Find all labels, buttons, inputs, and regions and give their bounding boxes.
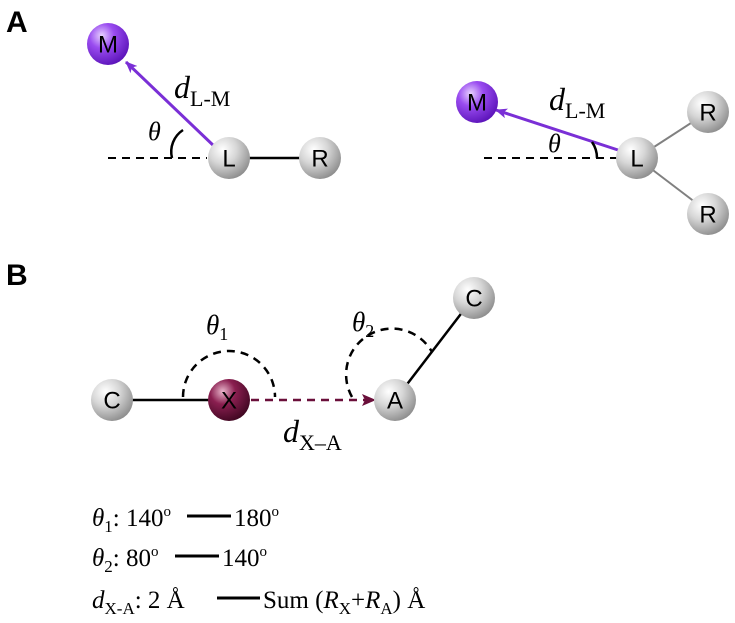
theta-label: θ — [548, 129, 561, 158]
distance-criterion: dX-A: 2 Å — [92, 587, 185, 618]
l-m-vector-arrow — [495, 108, 619, 152]
substituent-top-label: R — [699, 100, 716, 127]
substituent-atom-label: R — [311, 146, 328, 173]
theta1-label: θ1 — [206, 310, 228, 344]
metal-atom-sphere — [87, 23, 129, 65]
panel-a-right-structure: θ dL-M M L R R — [456, 81, 729, 235]
theta-label: θ — [148, 117, 161, 146]
distance-label: dL-M — [549, 81, 605, 123]
acceptor-atom-sphere — [374, 379, 416, 421]
ligand-atom-label: L — [630, 146, 643, 173]
ligand-atom-label: L — [222, 146, 235, 173]
theta2-criterion: θ2: 80o — [92, 544, 158, 576]
x-atom-label: X — [221, 388, 237, 415]
theta2-label: θ2 — [352, 307, 374, 341]
metal-atom-label: M — [467, 90, 487, 117]
distance-criterion-upper: Sum (RX+RA) Å — [263, 587, 425, 618]
metal-atom-label: M — [98, 32, 118, 59]
ligand-atom-sphere — [616, 137, 658, 179]
theta1-criterion: θ1: 140o — [92, 504, 171, 536]
theta1-angle-arc — [181, 349, 277, 398]
panel-b-structure: θ1 θ2 dX–A C X A C — [91, 277, 495, 455]
distance-xa-label: dX–A — [283, 413, 342, 455]
panel-a-left-structure: θ dL-M M L R — [87, 23, 341, 179]
theta2-criterion-upper: 140o — [222, 544, 267, 572]
substituent-top-sphere — [687, 91, 729, 133]
substituent-bottom-sphere — [687, 193, 729, 235]
x-atom-sphere — [208, 379, 250, 421]
theta-angle-arc — [170, 128, 184, 159]
panel-a-label: A — [6, 6, 28, 39]
substituent-atom-sphere — [299, 137, 341, 179]
distance-label: dL-M — [174, 69, 230, 111]
carbon-left-sphere — [91, 379, 133, 421]
theta2-angle-arc — [344, 327, 434, 398]
theta-angle-arc — [590, 141, 599, 159]
geometry-criteria: θ1: 140o 180o θ2: 80o 140o dX-A: 2 Å Sum… — [92, 504, 425, 618]
substituent-bottom-label: R — [699, 202, 716, 229]
panel-b-label: B — [6, 259, 28, 292]
acceptor-atom-label: A — [387, 388, 403, 415]
ligand-atom-sphere — [208, 137, 250, 179]
l-m-vector-arrow — [124, 60, 217, 149]
theta1-criterion-upper: 180o — [234, 504, 279, 532]
metal-atom-sphere — [456, 81, 498, 123]
carbon-left-label: C — [103, 388, 120, 415]
carbon-right-label: C — [465, 286, 482, 313]
carbon-right-sphere — [453, 277, 495, 319]
